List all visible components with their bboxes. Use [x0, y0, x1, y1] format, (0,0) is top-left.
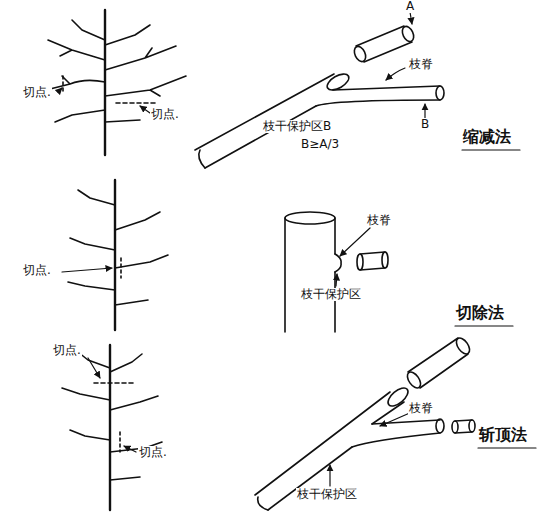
part-label: 枝干保护区B	[262, 120, 332, 133]
part-label: 切点.	[150, 108, 180, 121]
part-label: A	[405, 0, 415, 13]
part-label: 枝脊	[408, 402, 434, 415]
part-label: 切点.	[22, 264, 52, 277]
part-label: 枝干保护区	[300, 288, 362, 301]
limb-sketch	[195, 25, 444, 168]
tree-sketch	[46, 10, 186, 155]
part-label: 切点.	[22, 86, 52, 99]
part-label: 枝脊	[366, 214, 392, 227]
part-label: 切点.	[52, 344, 82, 357]
title-underline	[455, 150, 536, 448]
part-label: B≥A/3	[300, 138, 340, 151]
part-label: 切点.	[138, 446, 168, 459]
tree-sketch	[68, 180, 168, 330]
limb-sketch	[255, 336, 475, 510]
method-title: 切除法	[455, 304, 505, 322]
part-label: 枝干保护区	[296, 488, 358, 501]
leader-lines	[58, 12, 425, 486]
trunk-sketch	[285, 212, 388, 332]
method-title: 斩顶法	[478, 426, 528, 444]
method-title: 缩减法	[462, 128, 512, 146]
part-label: B	[420, 118, 430, 131]
part-label: 枝脊	[408, 58, 434, 71]
tree-sketch	[62, 345, 162, 510]
